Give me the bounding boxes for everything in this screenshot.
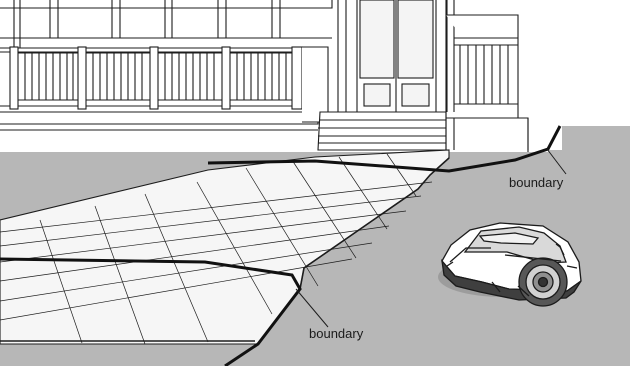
porch-steps — [318, 112, 446, 150]
boundary-label-top: boundary — [509, 176, 563, 189]
house-porch-icon — [0, 0, 562, 152]
boundary-label-bottom: boundary — [309, 327, 363, 340]
